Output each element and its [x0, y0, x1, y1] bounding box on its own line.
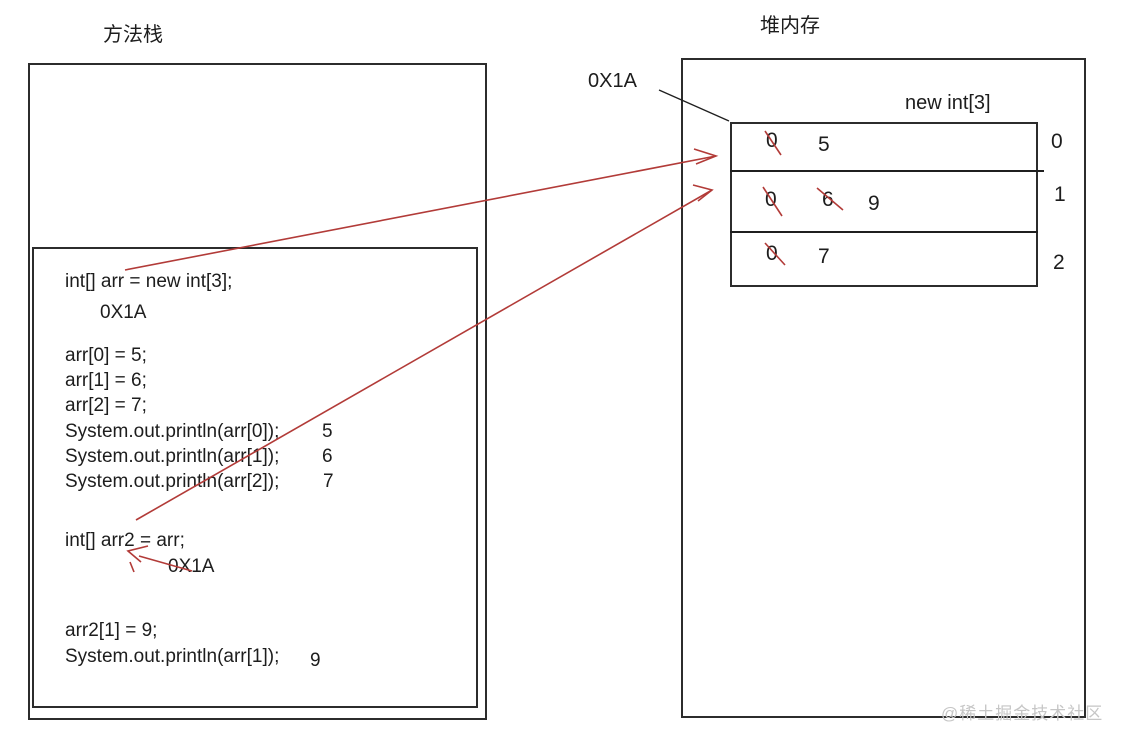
array-index-0: 0: [1051, 130, 1063, 153]
println-output-2: 7: [323, 471, 334, 492]
array-row0-old-value: 0: [766, 129, 778, 152]
code-text: System.out.println(arr[2]);: [65, 471, 280, 492]
println-output-1: 6: [322, 446, 333, 467]
code-line-declare-arr2: int[] arr2 = arr;: [65, 530, 185, 551]
code-line-println-0: System.out.println(arr[0]); 5: [65, 419, 333, 444]
array-row1-mid-value: 6: [822, 188, 834, 211]
array-index-1: 1: [1054, 183, 1066, 206]
println-output-0: 5: [322, 421, 333, 442]
code-line-assign-0: arr[0] = 5;: [65, 345, 147, 366]
array-row1-old-value: 0: [765, 188, 777, 211]
heap-title: 堆内存: [760, 15, 820, 37]
array-type-label: new int[3]: [905, 92, 991, 114]
array-box: [730, 122, 1038, 287]
code-line-arr2-address: 0X1A: [168, 556, 215, 577]
code-line-println-2: System.out.println(arr[2]); 7: [65, 469, 334, 494]
array-row0-value: 5: [818, 133, 830, 156]
heap-address-label: 0X1A: [588, 70, 637, 92]
code-line-assign-arr2-1: arr2[1] = 9;: [65, 620, 158, 641]
array-row1-value: 9: [868, 192, 880, 215]
code-text: System.out.println(arr[1]);: [65, 446, 280, 467]
code-line-arr-address: 0X1A: [100, 302, 147, 323]
watermark: @稀土掘金技术社区: [941, 704, 1104, 723]
println-output-final: 9: [310, 650, 321, 671]
code-line-println-1: System.out.println(arr[1]); 6: [65, 444, 333, 469]
stack-title: 方法栈: [103, 24, 163, 46]
code-line-assign-1: arr[1] = 6;: [65, 370, 147, 391]
array-row2-value: 7: [818, 245, 830, 268]
code-line-declare-arr: int[] arr = new int[3];: [65, 271, 233, 292]
code-line-assign-2: arr[2] = 7;: [65, 395, 147, 416]
code-line-println-final: System.out.println(arr[1]); 9: [65, 644, 321, 671]
code-text: System.out.println(arr[0]);: [65, 421, 280, 442]
code-text: System.out.println(arr[1]);: [65, 646, 280, 667]
array-row2-old-value: 0: [766, 242, 778, 265]
array-index-2: 2: [1053, 251, 1065, 274]
